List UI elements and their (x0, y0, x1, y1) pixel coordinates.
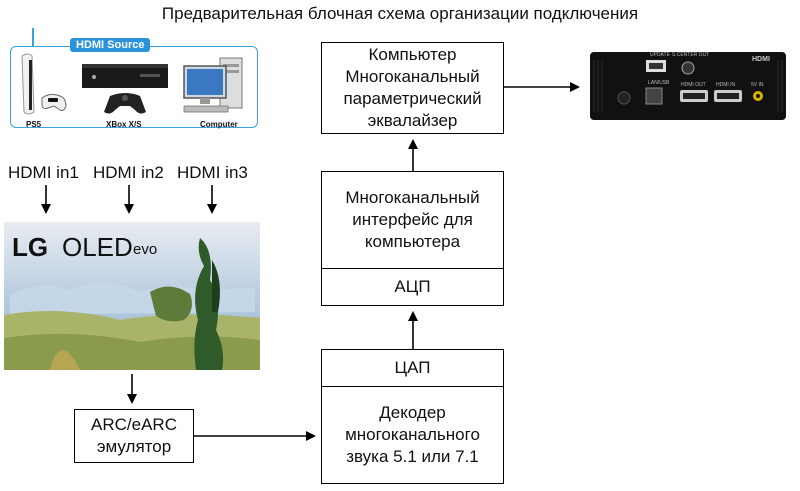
interface-line3: компьютера (364, 232, 461, 251)
computer-line4: эквалайзер (367, 111, 458, 130)
ps5-console-icon (14, 52, 74, 118)
device-caption-computer: Computer (200, 120, 238, 129)
device-caption-ps5: PS5 (26, 120, 42, 129)
arc-box-line2: эмулятор (96, 437, 172, 456)
dac-box: ЦАП (321, 349, 504, 387)
source-connector-line (32, 28, 34, 46)
arc-earc-emulator-box: ARC/eARC эмулятор (74, 409, 194, 463)
port-label-scenter: S.CENTER OUT (672, 52, 710, 58)
port-label-hdmi-out: HDMI OUT (681, 82, 706, 88)
device-brand-label: HDMI (752, 56, 770, 63)
lg-oled-tv-image (0, 220, 262, 372)
hdmi-in3-label: HDMI in3 (177, 163, 248, 182)
hdmi-in1-label: HDMI in1 (8, 163, 79, 182)
computer-equalizer-box: Компьютер Многоканальный параметрический… (321, 42, 504, 134)
diagram-title: Предварительная блочная схема организаци… (161, 4, 639, 23)
port-label-hdmi-in: HDMI IN (716, 82, 736, 88)
port-label-update: UPDATE (650, 52, 670, 58)
device-caption-xbox: XBox X/S (106, 120, 142, 129)
decoder-line1: Декодер (379, 403, 446, 422)
tv-brand-oled: OLED (62, 232, 133, 262)
arc-box-line1: ARC/eARC (91, 415, 177, 434)
hdmi-source-badge: HDMI Source (70, 38, 151, 52)
hdmi-in2-label: HDMI in2 (93, 163, 164, 182)
computer-line1: Компьютер (368, 45, 457, 64)
interface-box: Многоканальный интерфейс для компьютера (321, 171, 504, 269)
port-label-lanusb: LAN/USB (648, 80, 670, 86)
dac-label: ЦАП (394, 358, 431, 377)
decoder-line3: звука 5.1 или 7.1 (346, 447, 479, 466)
hdmi-audio-device-image (588, 50, 788, 122)
xbox-console-icon (80, 60, 170, 118)
tv-brand-lg: LG (12, 232, 49, 262)
decoder-line2: многоканального (345, 425, 480, 444)
interface-line2: интерфейс для (352, 210, 473, 229)
desktop-computer-icon (180, 56, 252, 118)
interface-line1: Многоканальный (345, 188, 480, 207)
computer-line2: Многоканальный (345, 67, 480, 86)
adc-box: АЦП (321, 268, 504, 306)
port-label-5v: 5V IN (751, 82, 764, 88)
computer-line3: параметрический (343, 89, 482, 108)
adc-label: АЦП (394, 277, 431, 296)
decoder-box: Декодер многоканального звука 5.1 или 7.… (321, 386, 504, 484)
tv-brand-evo: evo (133, 241, 158, 258)
